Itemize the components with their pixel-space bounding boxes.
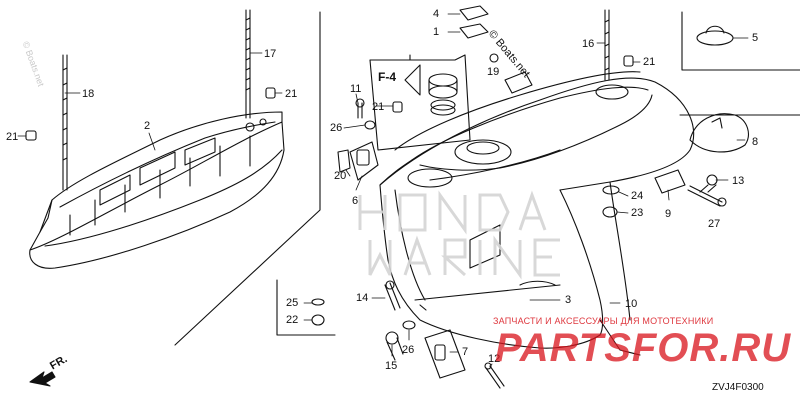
part-15-bolt: [385, 331, 404, 361]
callout-23: 24: [631, 190, 644, 202]
callout-9: 9: [665, 208, 672, 220]
callout-6: 6: [352, 195, 359, 207]
part-18-stud: [62, 54, 68, 191]
part-27-bolt: [687, 185, 727, 207]
part-4-pad: [459, 5, 489, 21]
callout-25-right: 21: [285, 88, 298, 100]
part-13-bolt: [699, 174, 718, 193]
callout-1: 1: [433, 26, 440, 38]
part-3-gear-case: [379, 71, 695, 356]
part-8-dome: [689, 113, 749, 153]
callout-27: 27: [708, 218, 721, 230]
part-19-bolt: [489, 53, 499, 63]
callout-26-top: 26: [330, 122, 343, 134]
callout-18: 18: [82, 88, 95, 100]
fr-arrow-icon: [29, 371, 56, 387]
part-6-cover: [349, 141, 379, 181]
callout-8: 8: [752, 136, 759, 148]
callout-15: 15: [385, 360, 398, 372]
callout-19: 19: [487, 66, 500, 78]
callout-17: 17: [264, 48, 277, 60]
part-1-pad: [459, 23, 489, 39]
callout-14: 14: [356, 292, 369, 304]
callout-2: 2: [144, 120, 151, 132]
callout-24: 25: [286, 297, 299, 309]
callout-25-top: 21: [643, 56, 656, 68]
part-20-clip: [337, 149, 351, 173]
f4-detail: [369, 54, 471, 151]
callout-16: 16: [582, 38, 595, 50]
part-16-stud: [604, 9, 610, 81]
callout-5: 5: [752, 32, 759, 44]
part-17-stud: [245, 9, 251, 119]
part-11-bolt: [355, 98, 365, 119]
part-2-upper-housing: [29, 111, 285, 269]
callout-12: 12: [488, 353, 501, 365]
part-9-block: [504, 71, 686, 194]
callout-20: 20: [334, 170, 347, 182]
callout-3: 3: [565, 294, 572, 306]
part-21-nut: [311, 314, 325, 326]
callout-11: 11: [350, 83, 362, 95]
callout-26-bottom: 26: [402, 344, 415, 356]
part-24-washer: [311, 298, 325, 306]
callout-4: 4: [433, 8, 440, 20]
brand-name: PARTSFOR.RU: [495, 326, 792, 370]
honda-marine-watermark: [358, 190, 560, 280]
brand-tagline: ЗАПЧАСТИ И АКСЕССУАРЫ ДЛЯ МОТОТЕХНИКИ: [493, 316, 714, 326]
callout-7: 7: [462, 346, 469, 358]
part-7-cover: [424, 329, 466, 379]
callout-22: 23: [631, 207, 644, 219]
figure-ref-label: F-4: [378, 70, 396, 84]
part-25-pins: [25, 55, 634, 141]
part-5-cap: [696, 25, 734, 46]
callout-21: 22: [286, 314, 299, 326]
callout-25-left: 21: [6, 131, 19, 143]
part-12-screw: [484, 362, 505, 389]
callout-10: 10: [625, 298, 638, 310]
callout-13: 13: [732, 175, 745, 187]
frame-lines: [174, 11, 800, 346]
part-23-washer: [602, 185, 620, 195]
callout-25-mid: 21: [372, 101, 385, 113]
leader-lines: [17, 13, 749, 368]
part-14-bolt: [384, 280, 401, 311]
diagram-code: ZVJ4F0300: [712, 382, 764, 393]
